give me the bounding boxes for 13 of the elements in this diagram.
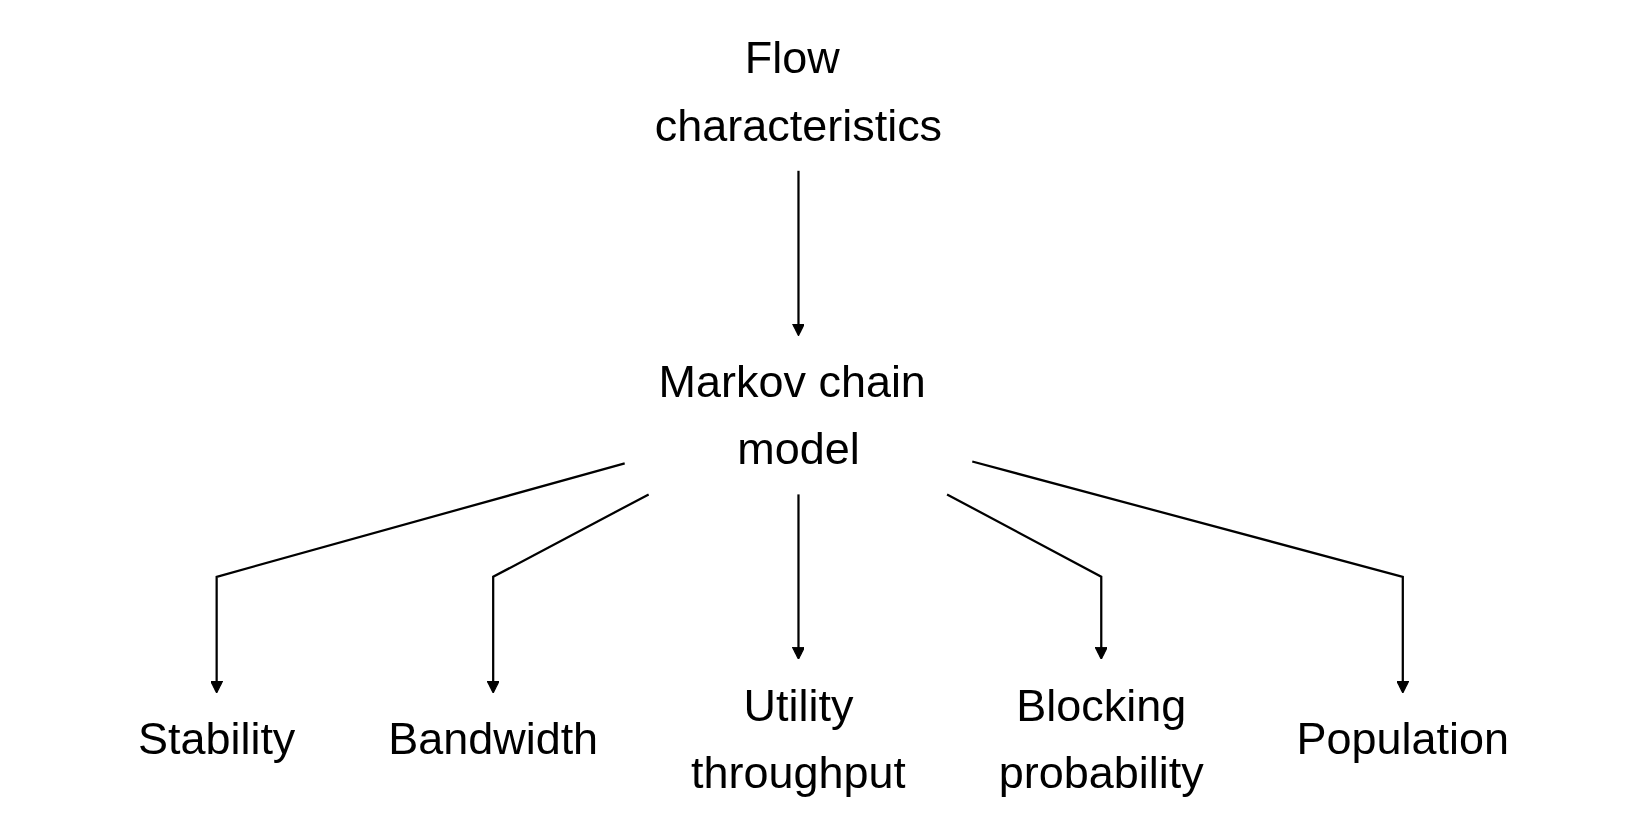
node-text: Blocking probability [998,680,1204,798]
arrow [971,460,1410,694]
node-text: Flow characteristics [654,32,943,150]
node-text: Markov chain model [658,356,926,474]
node-text: Stability [137,713,296,764]
arrow [791,494,806,660]
node-text: Bandwidth [388,713,599,764]
arrow [791,170,806,337]
arrow [210,462,625,694]
node-text: Utility throughput [691,680,906,798]
node-text: Population [1296,713,1510,764]
arrow [946,493,1108,660]
arrow [486,493,650,694]
